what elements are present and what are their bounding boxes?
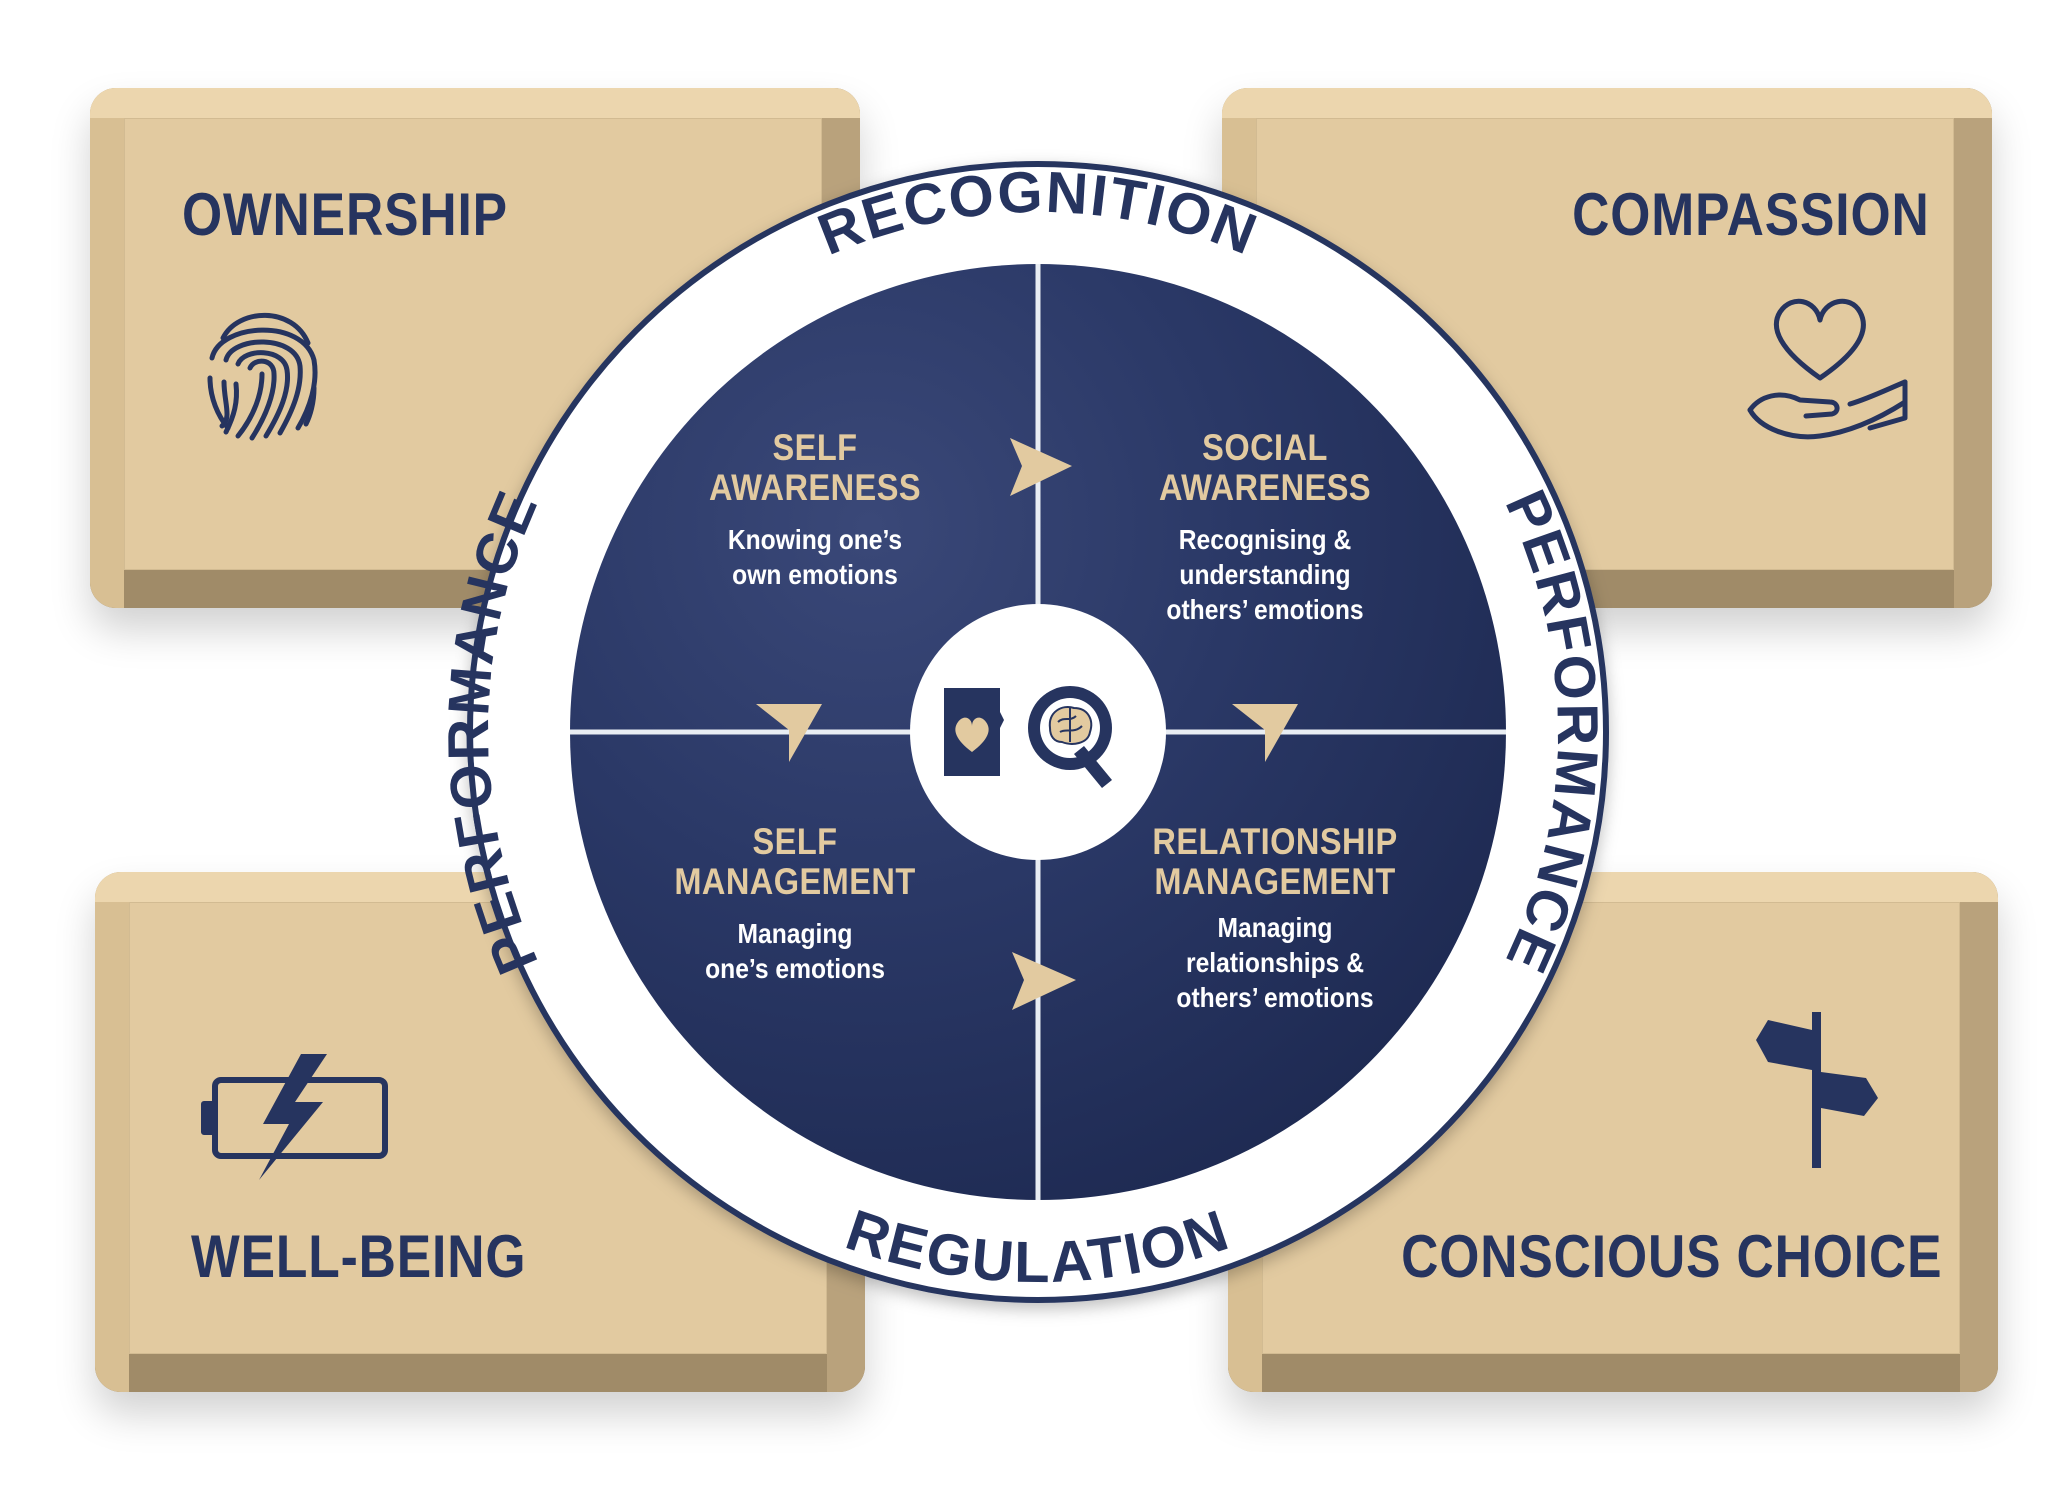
ring-label-bottom: REGULATION	[838, 1197, 1237, 1295]
flow-arrows	[756, 438, 1298, 1010]
relationship-management-title-1: RELATIONSHIP	[1152, 821, 1398, 862]
signpost-icon	[1756, 1012, 1878, 1168]
self-management-title-2: MANAGEMENT	[674, 861, 916, 902]
social-awareness-quadrant: SOCIAL AWARENESS Recognising & understan…	[1115, 428, 1415, 627]
ring-label-left: PERFORMANCE	[436, 481, 551, 983]
relationship-management-desc-1: Managing	[1217, 912, 1333, 943]
self-awareness-title-1: SELF	[772, 427, 858, 468]
relationship-management-title-2: MANAGEMENT	[1154, 861, 1396, 902]
conscious-choice-label: CONSCIOUS CHOICE	[1400, 1223, 1942, 1290]
self-awareness-desc-2: own emotions	[732, 559, 898, 590]
ownership-label: OWNERSHIP	[182, 181, 508, 248]
arrow-down-right-icon	[1232, 704, 1298, 762]
self-awareness-quadrant: SELF AWARENESS Knowing one’s own emotion…	[680, 428, 950, 592]
arrow-right-top-icon	[1010, 438, 1072, 496]
social-awareness-title-1: SOCIAL	[1202, 427, 1328, 468]
compassion-label: COMPASSION	[1572, 181, 1930, 248]
heart-in-hand-icon	[1747, 298, 1908, 440]
well-being-label: WELL-BEING	[191, 1223, 527, 1290]
social-awareness-desc-3: others’ emotions	[1166, 594, 1364, 625]
self-management-desc-1: Managing	[737, 918, 853, 949]
self-awareness-title-2: AWARENESS	[708, 467, 922, 508]
social-awareness-desc-1: Recognising &	[1178, 524, 1352, 555]
self-awareness-desc-1: Knowing one’s	[727, 524, 903, 555]
ring-label-top: RECOGNITION	[809, 160, 1266, 268]
self-management-quadrant: SELF MANAGEMENT Managing one’s emotions	[645, 822, 945, 986]
relationship-management-desc-2: relationships &	[1185, 947, 1364, 978]
relationship-management-desc-3: others’ emotions	[1176, 982, 1374, 1013]
arrow-down-left-icon	[756, 704, 822, 762]
charging-battery-icon	[201, 1054, 388, 1180]
fingerprint-icon	[207, 312, 318, 441]
eq-logo-icon	[944, 686, 1112, 788]
arrow-right-bottom-icon	[1012, 952, 1076, 1010]
ring-label-right: PERFORMANCE	[1493, 481, 1610, 984]
self-management-desc-2: one’s emotions	[705, 953, 885, 984]
social-awareness-desc-2: understanding	[1179, 559, 1351, 590]
relationship-management-quadrant: RELATIONSHIP MANAGEMENT Managing relatio…	[1110, 822, 1440, 1015]
self-management-title-1: SELF	[752, 821, 838, 862]
social-awareness-title-2: AWARENESS	[1158, 467, 1372, 508]
